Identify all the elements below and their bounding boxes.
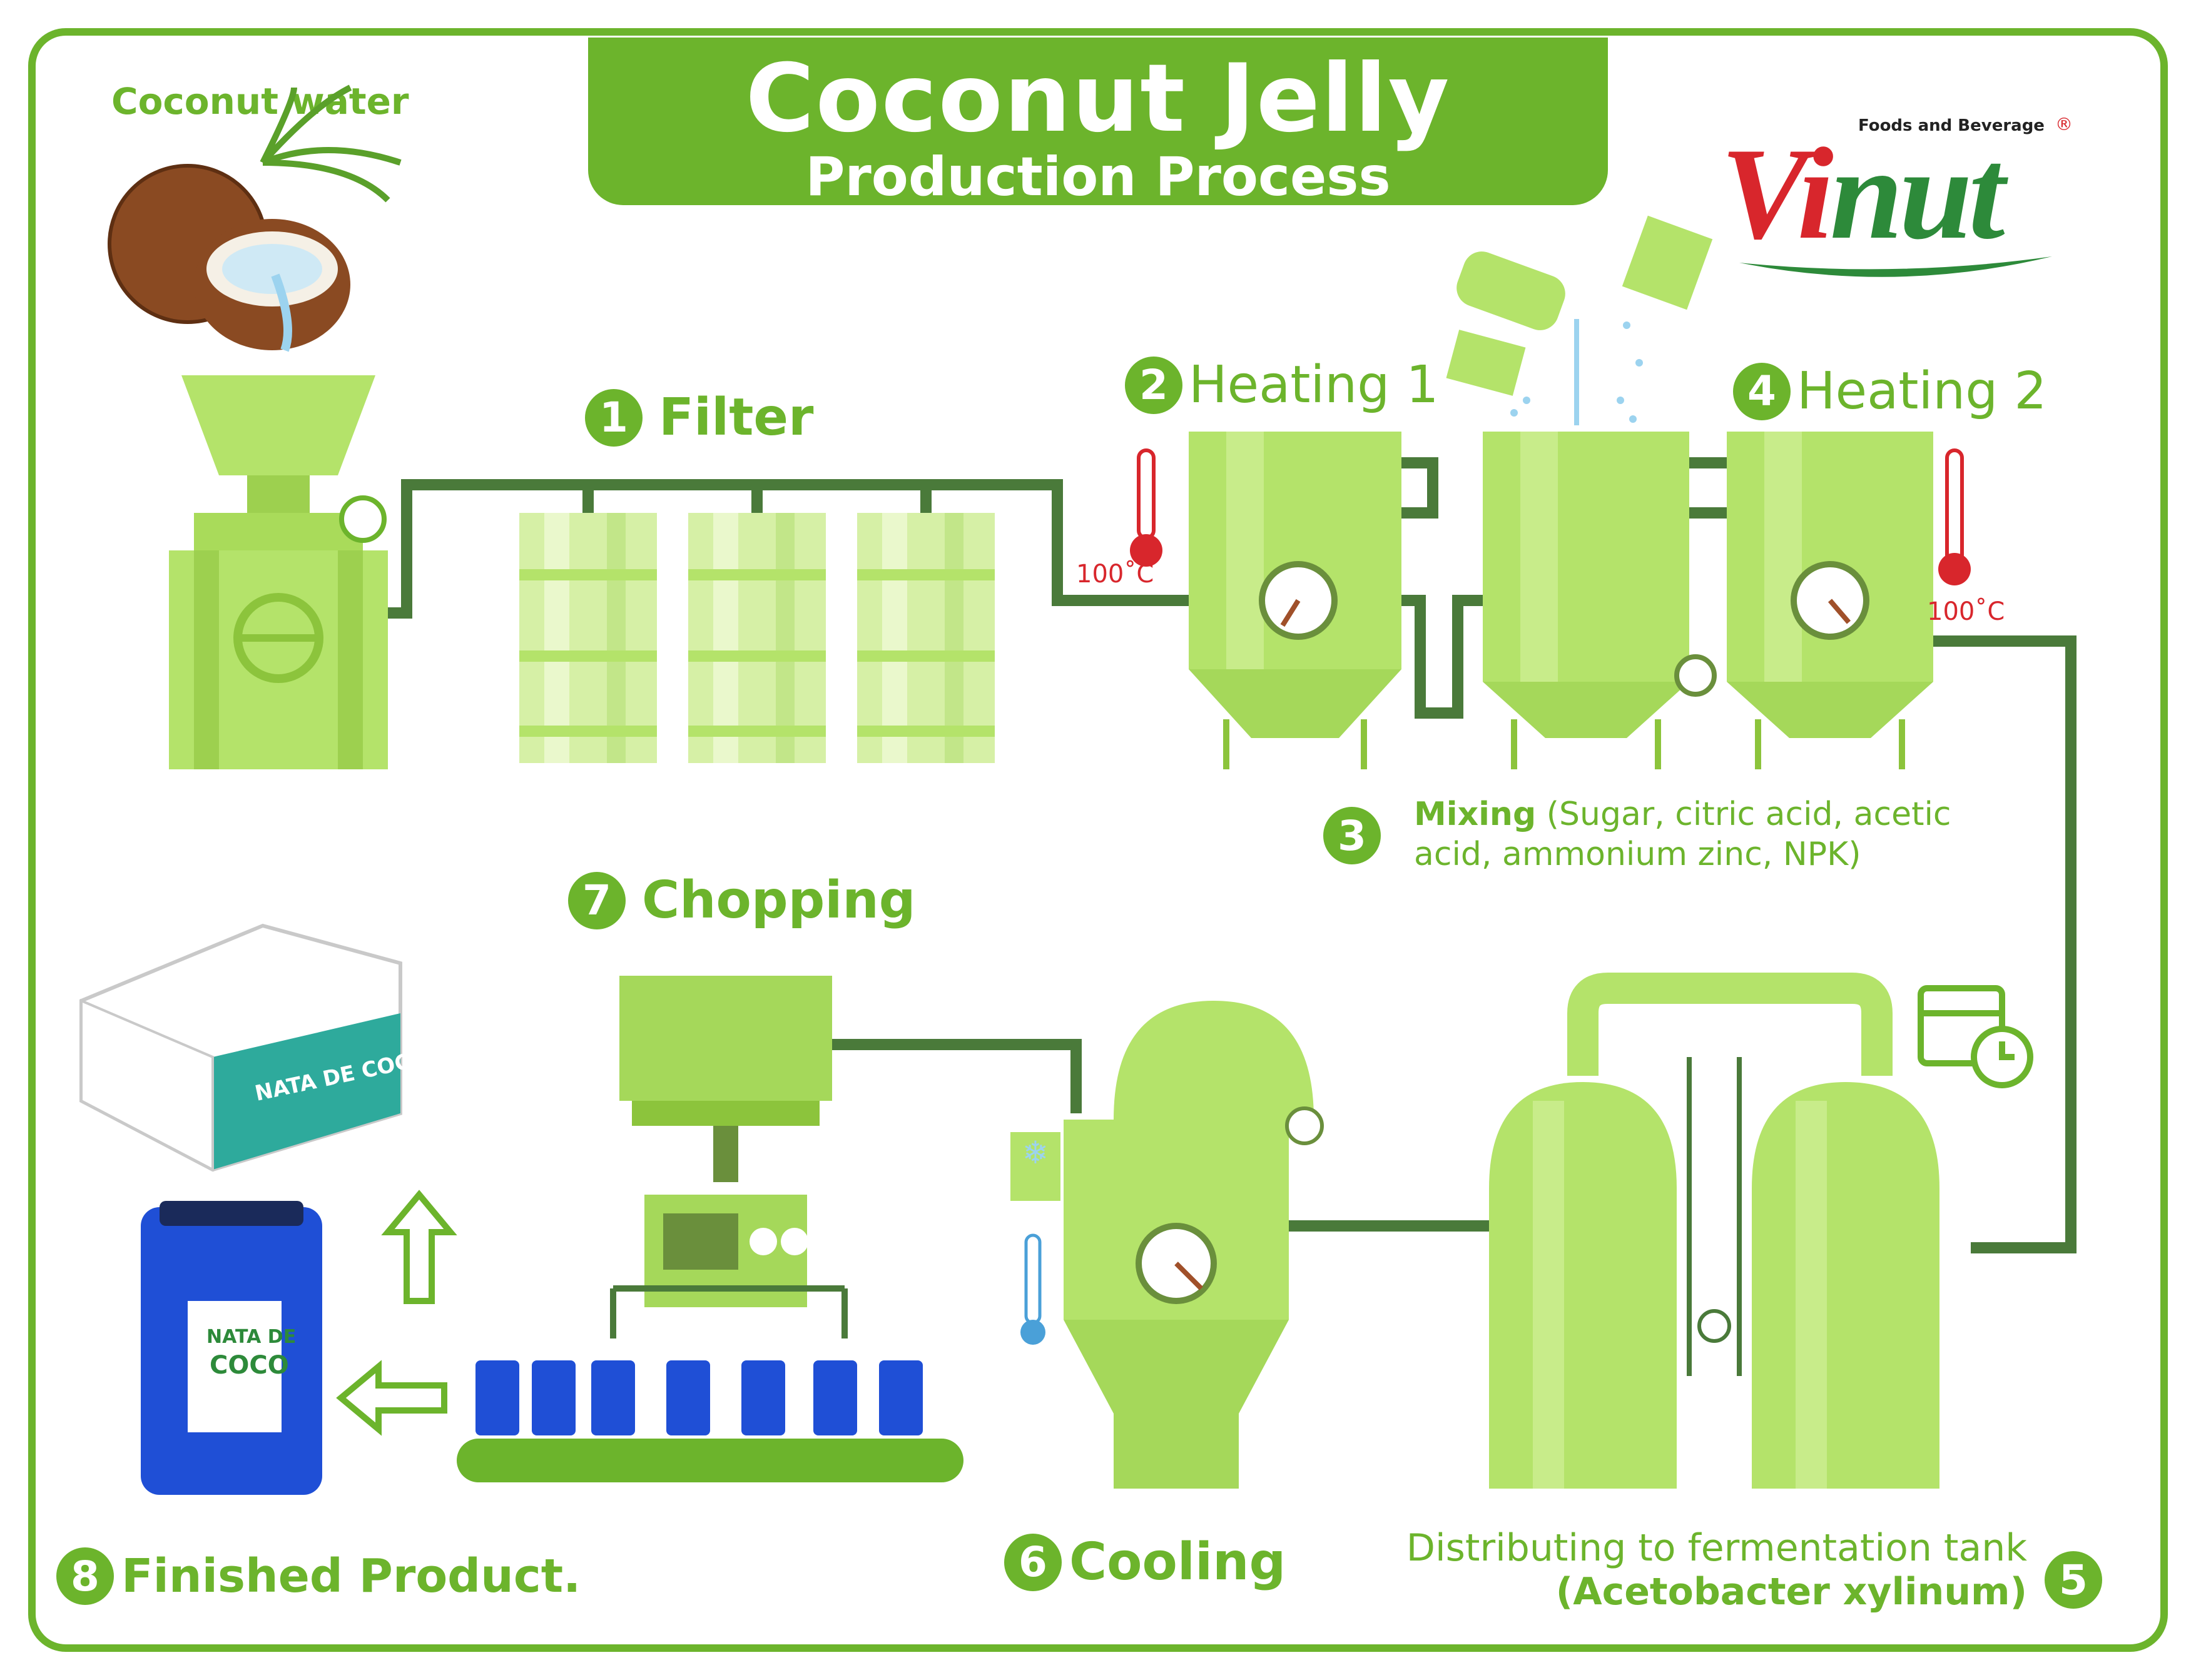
arrow-up-icon — [381, 1190, 457, 1304]
step-4-heating-2: 4 Heating 2 — [1733, 362, 2047, 421]
step-label: Chopping — [642, 871, 916, 930]
step-1-filter: 1 Filter — [585, 388, 813, 447]
step-number: 6 — [1004, 1533, 1062, 1591]
title-banner: Coconut Jelly Production Process — [588, 38, 1608, 205]
logo-swoosh — [1739, 256, 2052, 277]
page-title: Coconut Jelly — [745, 44, 1451, 153]
registered-mark: ® — [2055, 114, 2073, 134]
step-label: Cooling — [1069, 1532, 1286, 1592]
heating-tank-1 — [1189, 432, 1401, 769]
coconut-icon — [108, 84, 402, 352]
step-6-cooling: 6 Cooling — [1004, 1532, 1286, 1592]
heating-tank-2 — [1727, 432, 1933, 769]
temperature-heating-2: 100˚C — [1927, 597, 2005, 626]
step-number: 5 — [2045, 1551, 2102, 1609]
barrel-label-1: NATA DE — [206, 1326, 297, 1348]
chopping-machine — [457, 976, 963, 1482]
barrel-label-2: COCO — [210, 1351, 289, 1380]
calendar-clock-icon — [1918, 985, 2033, 1088]
step-label: Heating 2 — [1797, 362, 2047, 421]
filter-tanks — [519, 513, 995, 763]
brand-logo: Foods and Beverage ® Vinut — [1708, 100, 2083, 288]
step-8-finished-product: 8 Finished Product. — [56, 1547, 581, 1605]
step-3-label: Mixing (Sugar, citric acid, acetic acid,… — [1414, 796, 1951, 873]
step-5-distributing: 5 — [2045, 1551, 2102, 1609]
barrels-on-belt — [475, 1360, 923, 1435]
finished-barrel — [141, 1201, 322, 1495]
coconut-water-label: Coconut water — [111, 80, 409, 123]
ingredients-icon — [1446, 215, 1713, 425]
brand-tagline: Foods and Beverage — [1858, 116, 2045, 135]
page-subtitle: Production Process — [805, 146, 1391, 208]
svg-text:❄: ❄ — [1022, 1135, 1049, 1171]
mixing-tank — [1483, 432, 1717, 769]
diagram-frame — [28, 28, 2168, 1652]
step-number: 3 — [1323, 807, 1381, 864]
step-2-heating-1: 2 Heating 1 — [1125, 355, 1439, 415]
product-box — [79, 923, 402, 1172]
step-3-mixing: 3 — [1323, 807, 1381, 864]
step-7-chopping: 7 Chopping — [568, 871, 915, 930]
step-label: Filter — [659, 388, 814, 447]
step-label: Heating 1 — [1189, 355, 1439, 415]
step-label: Finished Product. — [121, 1549, 581, 1603]
temperature-heating-1: 100˚C — [1076, 560, 1154, 589]
step-number: 8 — [56, 1547, 114, 1605]
step-number: 4 — [1733, 362, 1791, 420]
step-number: 2 — [1125, 356, 1182, 414]
pipe-network — [388, 457, 2077, 1253]
thermometer-icon — [1130, 448, 1971, 585]
filter-machine — [169, 375, 388, 769]
cooling-tank: ❄ — [1010, 1001, 1324, 1489]
step-5-label: Distributing to fermentation tank (Aceto… — [1406, 1526, 2027, 1614]
fermentation-tanks — [1489, 973, 1939, 1489]
arrow-left-icon — [336, 1360, 447, 1436]
brand-name: Vinut — [1721, 121, 2005, 266]
step-number: 1 — [585, 388, 643, 447]
step-number: 7 — [568, 871, 626, 929]
